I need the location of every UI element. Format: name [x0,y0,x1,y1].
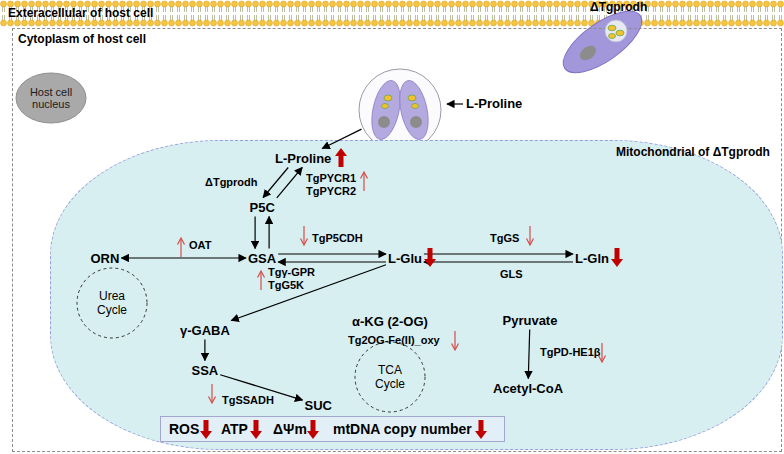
node-label: Urea Cycle [90,289,134,317]
enzyme-label: TgPYCR2 [306,185,356,198]
metabolite: α-KG (2-OG) [352,314,428,329]
metabolite-name: L-Glu [388,251,422,266]
cell-membrane-band: Exteracellular of host cell [0,0,784,27]
metabolite: L-Proline [275,151,331,166]
metabolite-name: GSA [248,251,276,266]
metabolite-name: P5C [250,200,275,215]
metabolite-name: SUC [305,398,332,413]
node-label: TCA Cycle [368,363,412,391]
metabolite: GSA [248,251,276,266]
metabolite-name: Acetyl-CoA [493,381,563,396]
node-label: ATP [221,421,248,437]
node-label: ROS [169,421,199,437]
enzyme-label: GLS [500,268,523,281]
host-cytoplasm: Cytoplasm of host cellHost cell nucleusL… [12,28,782,452]
node-outline-shape [355,342,425,412]
enzyme-label: TgGS [490,232,519,245]
metabolite-name: ORN [91,251,120,266]
urea-cycle: Urea Cycle [76,267,148,339]
node-label: mtDNA copy number [333,421,472,437]
node-label: Host cell nucleus [23,86,79,110]
parasite-cell: ΔTgprodh [560,12,645,72]
host-nucleus: Host cell nucleus [15,72,87,124]
node-outline-shape [359,69,441,151]
metabolite-name: L-Proline [275,151,331,166]
metabolite: SSA [192,363,219,378]
node-outline [560,12,645,72]
node-outline-shape [554,0,651,84]
metabolite: Pyruvate [503,313,558,328]
node-label: Exteracellular of host cell [8,6,153,20]
tca-cycle: TCA Cycle [354,341,426,413]
enzyme-label: ΔTgprodh [205,176,258,189]
node-label: ΔTgprodh [590,0,647,14]
node-outline-shape [77,268,147,338]
metabolite: P5C [250,200,275,215]
leader-arrow [447,103,463,104]
metabolite-name: L-Gln [575,251,609,266]
node-outline-shape [16,73,86,123]
node-label: L-Proline [466,96,522,111]
metabolite-name: α-KG (2-OG) [352,314,428,329]
node-label: ΔΨm [273,421,307,437]
enzyme-label: OAT [189,239,211,252]
enzyme-label: TgPD-HE1β [540,346,601,359]
enzyme-label: Tg2OG-Fe(II)_oxy [348,334,440,347]
enzyme-label: TgPYCR1 [306,172,356,185]
metabolite: L-Gln [575,251,609,266]
metabolite: ORN [91,251,120,266]
metabolite: Acetyl-CoA [493,381,563,396]
lipid-bilayer [0,0,784,27]
metabolite-name: γ-GABA [180,323,230,338]
node-label: Mitochondrial of ΔTgprodh [616,145,770,159]
mitochondrion: Mitochondrial of ΔTgprodh L-ProlineP5C GSA… [50,140,783,450]
enzyme-label: TgSSADH [222,394,274,407]
metabolite: γ-GABA [180,323,230,338]
enzyme-label: Tgγ-GPR [268,266,315,279]
metabolite-name: SSA [192,363,219,378]
metabolite-name: Pyruvate [503,313,558,328]
enzyme-label: TgP5CDH [312,232,363,245]
node-label: Cytoplasm of host cell [18,32,146,46]
metabolite: SUC [305,398,332,413]
enzyme-label: TgG5K [268,279,304,292]
metabolite: L-Glu [388,251,422,266]
mitochondrial-readout-box: ROS ATP ΔΨm mtDNA copy number [160,416,505,442]
